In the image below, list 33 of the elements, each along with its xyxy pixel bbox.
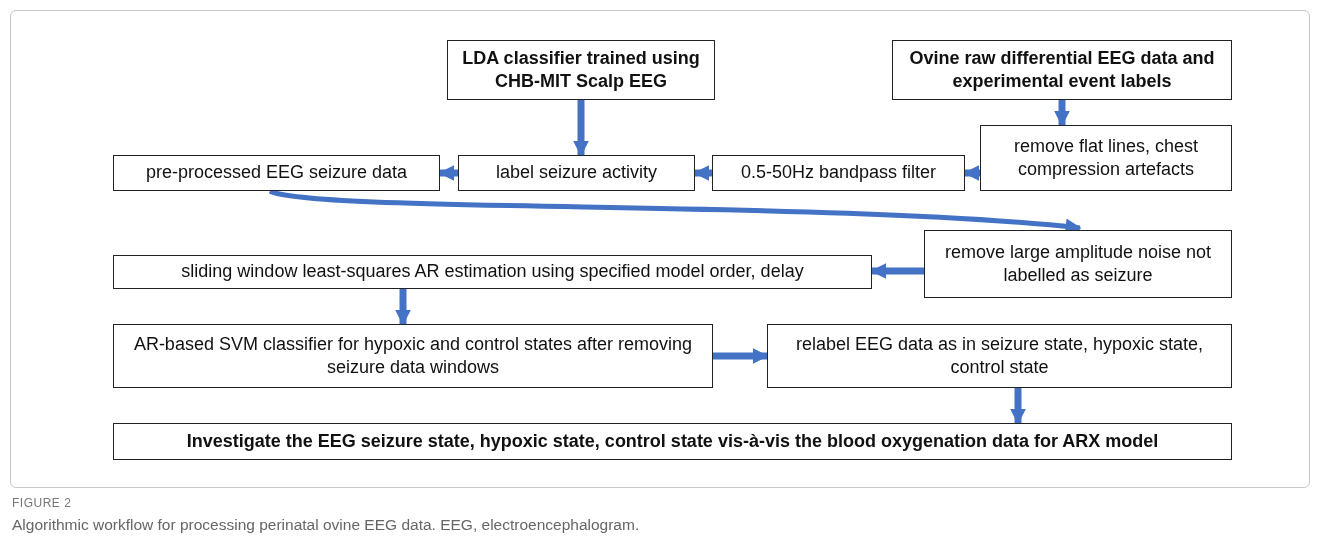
box-text: relabel EEG data as in seizure state, hypoxic state, control state xyxy=(794,332,1205,379)
arrow xyxy=(713,348,769,364)
box-text: remove large amplitude noise not labelled as seizure xyxy=(943,240,1213,287)
box-text: Investigate the EEG seizure state, hypoxic state, control state vis-à-vis the blood oxygenation data for ARX model xyxy=(186,429,1159,453)
process-box xyxy=(767,324,1232,388)
arrow xyxy=(693,165,712,181)
arrow xyxy=(870,263,924,279)
figure-caption: Algorithmic workflow for processing perinatal ovine EEG data. EEG, electroencephalogram. xyxy=(12,516,640,534)
arrow xyxy=(1054,100,1070,127)
box-text: sliding window least-squares AR estimation using specified model order, delay xyxy=(181,260,804,284)
arrow xyxy=(573,100,589,157)
box-text: 0.5-50Hz bandpass filter xyxy=(740,161,937,185)
process-box xyxy=(458,155,695,191)
box-text: remove flat lines, chest compression artefacts xyxy=(1012,134,1200,181)
process-box xyxy=(113,155,440,191)
process-box xyxy=(113,423,1232,460)
box-text: Ovine raw differential EEG data and experimental event labels xyxy=(908,46,1216,93)
process-box xyxy=(447,40,715,100)
process-box xyxy=(712,155,965,191)
figure-title: FIGURE 2 xyxy=(12,496,72,510)
box-text: AR-based SVM classifier for hypoxic and control states after removing seizure data windows xyxy=(132,332,694,379)
box-text: pre-processed EEG seizure data xyxy=(145,161,408,185)
arrow xyxy=(395,289,411,326)
process-box xyxy=(892,40,1232,100)
box-text: label seizure activity xyxy=(495,161,658,185)
arrow xyxy=(438,165,458,181)
process-box xyxy=(980,125,1232,191)
arrow xyxy=(1010,388,1026,425)
process-box xyxy=(924,230,1232,298)
arrow xyxy=(963,165,980,181)
process-box xyxy=(113,255,872,289)
process-box xyxy=(113,324,713,388)
box-text: LDA classifier trained using CHB-MIT Scalp EEG xyxy=(461,46,701,93)
